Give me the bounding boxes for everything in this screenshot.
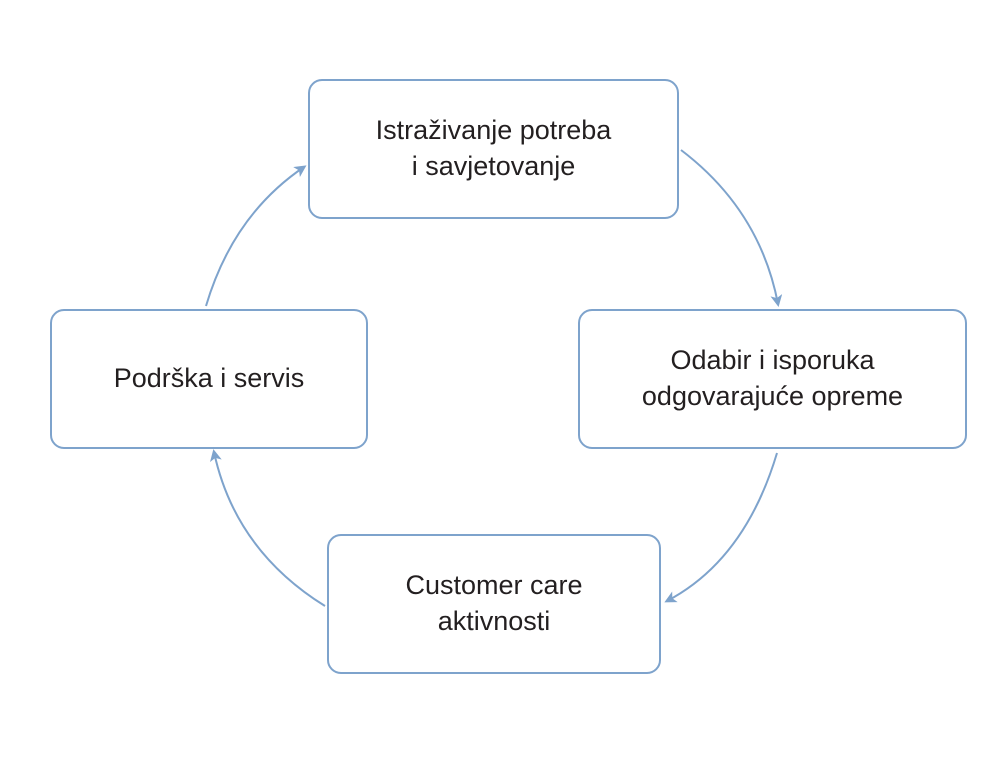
arrow-support-to-research [205, 165, 307, 307]
node-label: Istraživanje potreba i savjetovanje [376, 113, 612, 184]
node-label: Odabir i isporuka odgovarajuće opreme [642, 343, 903, 414]
node-support-service: Podrška i servis [50, 309, 368, 449]
node-label-line: Customer care [405, 570, 583, 601]
node-label-line: i savjetovanje [411, 151, 576, 181]
node-label-line: aktivnosti [437, 606, 551, 636]
node-label-line: Odabir i isporuka [670, 345, 875, 376]
node-label: Podrška i servis [114, 361, 305, 397]
arrow-selection-to-customer [664, 452, 778, 603]
arrow-customer-to-support [210, 449, 326, 607]
node-needs-research: Istraživanje potreba i savjetovanje [308, 79, 679, 219]
node-label-line: odgovarajuće opreme [641, 381, 904, 411]
node-equipment-selection: Odabir i isporuka odgovarajuće opreme [578, 309, 967, 449]
node-customer-care: Customer care aktivnosti [327, 534, 661, 674]
arrow-research-to-selection [680, 149, 783, 307]
node-label-line: Podrška i servis [113, 363, 305, 394]
node-label-line: Istraživanje potreba [375, 115, 612, 146]
node-label: Customer care aktivnosti [405, 568, 582, 639]
